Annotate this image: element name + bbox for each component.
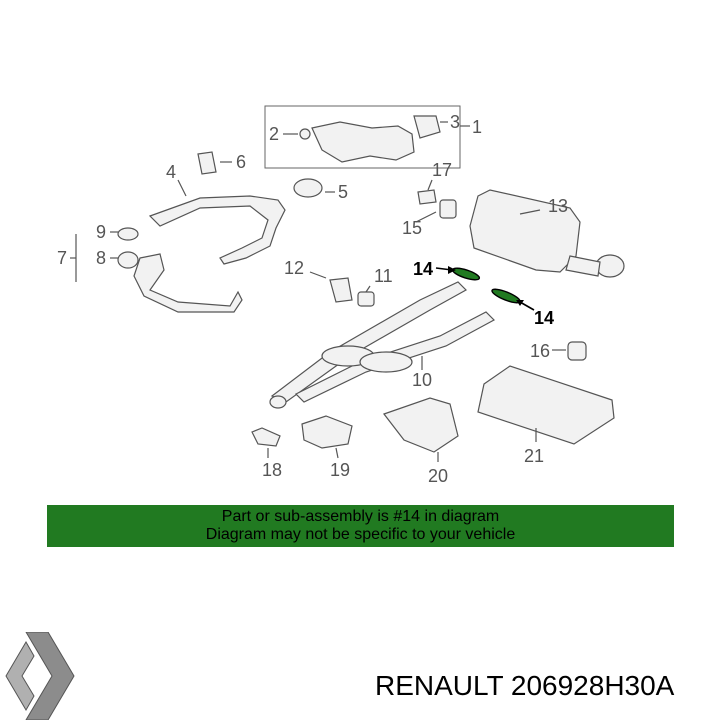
callout-8: 8 bbox=[96, 248, 106, 268]
renault-diamond-logo-icon bbox=[5, 632, 75, 720]
callout-13: 13 bbox=[548, 196, 568, 216]
rear-hanger-group: 16 bbox=[530, 341, 587, 361]
part-number-label: RENAULT 206928H30A bbox=[375, 670, 675, 701]
center-pipe-group: 10 bbox=[269, 281, 495, 409]
callout-17: 17 bbox=[432, 160, 452, 180]
callout-18: 18 bbox=[262, 460, 282, 480]
callout-19: 19 bbox=[330, 460, 350, 480]
mounting-bracket-group: 9 8 7 bbox=[57, 222, 243, 313]
part-14-gasket-lower bbox=[491, 288, 521, 304]
banner-line-2: Diagram may not be specific to your vehi… bbox=[205, 526, 516, 543]
callout-14-lower: 14 bbox=[534, 308, 554, 328]
callout-7: 7 bbox=[57, 248, 67, 268]
exhaust-system-diagram: 1 2 3 4 6 5 9 8 7 12 11 bbox=[57, 105, 625, 486]
callout-3: 3 bbox=[450, 112, 460, 132]
callout-5: 5 bbox=[338, 182, 348, 202]
callout-1: 1 bbox=[472, 117, 482, 137]
callout-2: 2 bbox=[269, 124, 279, 144]
part-notice-banner: Part or sub-assembly is #14 in diagram D… bbox=[47, 505, 674, 547]
callout-9: 9 bbox=[96, 222, 106, 242]
muffler-group: 13 17 15 bbox=[402, 160, 625, 278]
callout-21: 21 bbox=[524, 446, 544, 466]
banner-line-1: Part or sub-assembly is #14 in diagram bbox=[221, 508, 500, 525]
callout-11: 11 bbox=[374, 266, 393, 286]
callout-20: 20 bbox=[428, 466, 448, 486]
hanger-group: 12 11 bbox=[284, 258, 393, 307]
callout-14-upper: 14 bbox=[413, 259, 433, 279]
callout-15: 15 bbox=[402, 218, 422, 238]
callout-6: 6 bbox=[236, 152, 246, 172]
callout-16: 16 bbox=[530, 341, 550, 361]
heat-shield-group: 18 19 20 21 bbox=[251, 365, 615, 486]
callout-4: 4 bbox=[166, 162, 176, 182]
callout-10: 10 bbox=[412, 370, 432, 390]
catalytic-converter-group: 1 2 3 bbox=[264, 105, 482, 169]
part-14-highlight-group: 14 14 bbox=[413, 259, 554, 328]
front-pipe-group: 4 6 5 bbox=[148, 151, 348, 265]
callout-12: 12 bbox=[284, 258, 304, 278]
part-14-gasket-upper bbox=[451, 267, 481, 281]
